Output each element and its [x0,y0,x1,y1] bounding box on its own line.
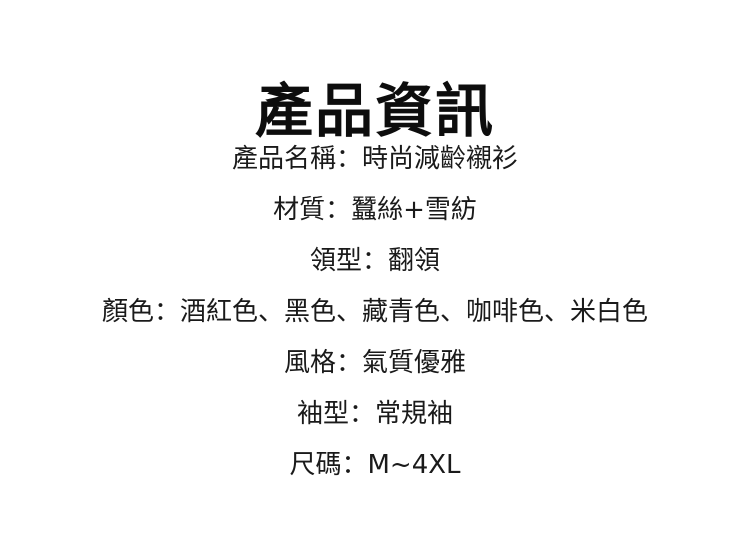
info-label: 領型 [309,246,362,276]
info-label: 產品名稱 [231,144,336,174]
info-value: 酒紅色、黑色、藏青色、咖啡色、米白色 [180,297,649,327]
info-label: 顏色 [101,297,154,327]
info-separator: ： [325,195,352,225]
info-row-product-name: 產品名稱：時尚減齡襯衫 [0,140,750,191]
info-row-size: 尺碼：M~4XL [0,446,750,497]
info-value: 常規袖 [375,399,454,429]
info-row-style: 風格：氣質優雅 [0,344,750,395]
info-label: 尺碼 [289,450,342,480]
info-row-material: 材質：蠶絲+雪紡 [0,191,750,242]
info-value: M~4XL [367,450,461,480]
info-separator: ： [335,144,362,174]
info-row-colors: 顏色：酒紅色、黑色、藏青色、咖啡色、米白色 [0,293,750,344]
info-label: 袖型 [296,399,349,429]
info-label: 風格 [283,348,336,378]
info-row-collar: 領型：翻領 [0,242,750,293]
info-value: 時尚減齡襯衫 [362,144,519,174]
info-separator: ： [153,297,180,327]
info-value: 翻領 [388,246,441,276]
info-label: 材質 [273,195,326,225]
product-info-list: 產品名稱：時尚減齡襯衫 材質：蠶絲+雪紡 領型：翻領 顏色：酒紅色、黑色、藏青色… [0,140,750,497]
info-separator: ： [335,348,362,378]
info-value: 氣質優雅 [362,348,467,378]
info-row-sleeve: 袖型：常規袖 [0,395,750,446]
page-title: 產品資訊 [254,76,495,145]
info-separator: ： [348,399,375,429]
info-separator: ： [341,450,368,480]
info-separator: ： [361,246,388,276]
info-value: 蠶絲+雪紡 [351,195,477,225]
